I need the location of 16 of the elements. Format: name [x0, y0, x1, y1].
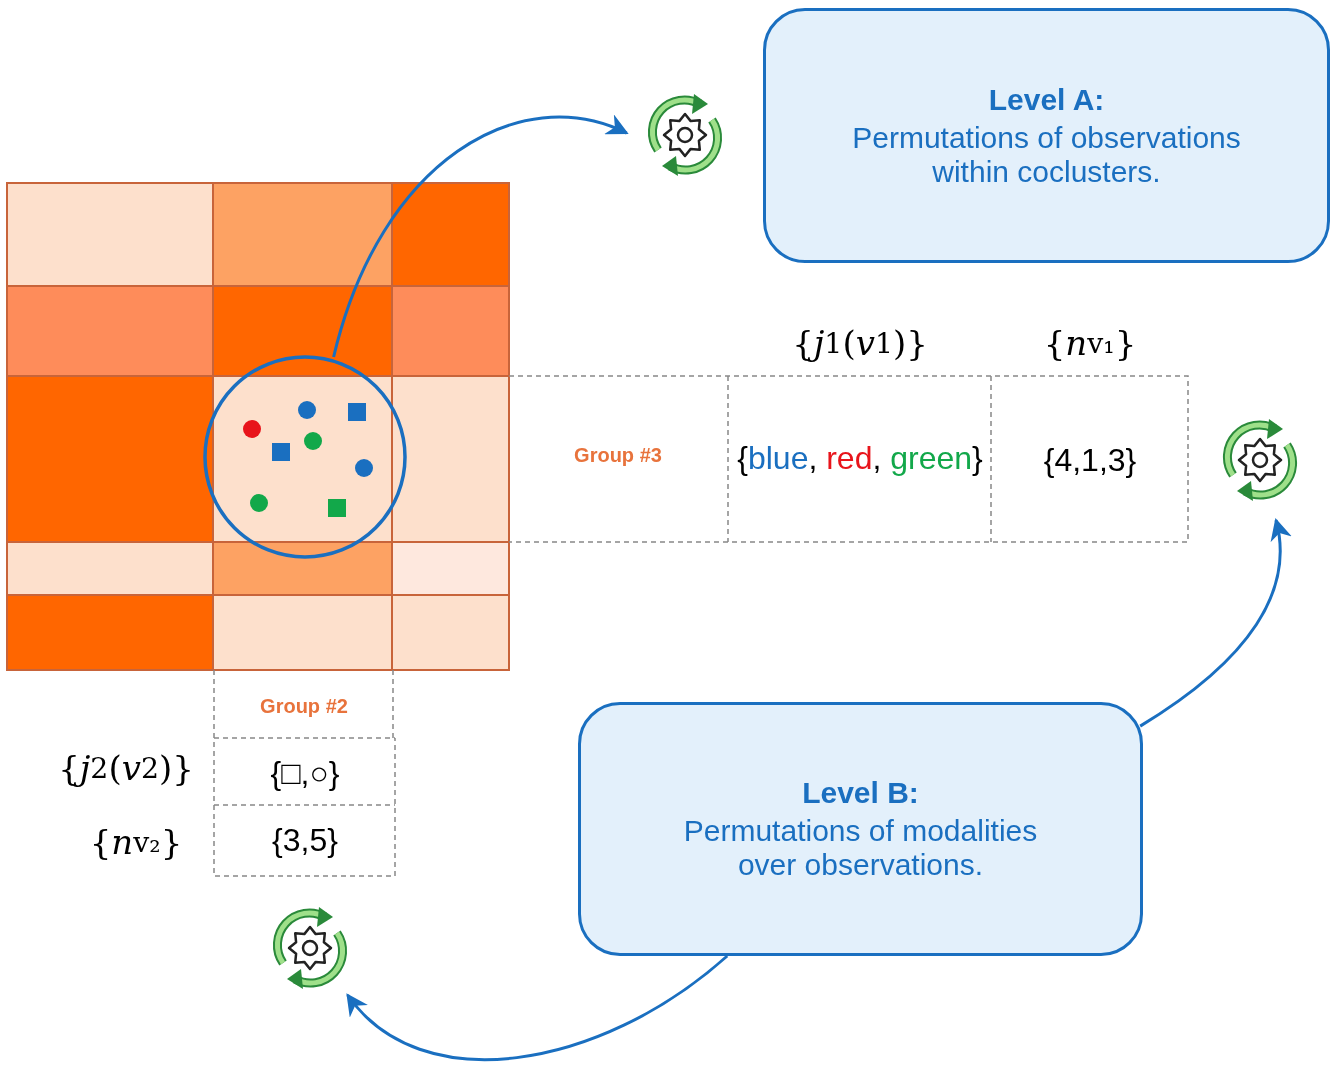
curved-arrow [1139, 518, 1291, 728]
box-heading: Level A: [988, 82, 1105, 117]
curved-arrow [346, 954, 729, 1062]
zoom-circle [203, 355, 407, 559]
table-value: {□,○} [269, 753, 341, 793]
group-label: Group #2 [259, 693, 349, 719]
box-text: Permutations of modalities over observations. [682, 814, 1039, 882]
box-heading: Level B: [802, 776, 919, 810]
group-label: Group #3 [573, 442, 663, 468]
box-text: Permutations of observations within coclusters. [851, 120, 1242, 189]
table-value: {blue, red, green} [736, 438, 984, 478]
callout-box [763, 8, 1330, 263]
table-value: {4,1,3} [1042, 440, 1138, 480]
curved-arrow [332, 115, 629, 358]
callout-box [578, 702, 1143, 956]
table-value: {3,5} [271, 820, 339, 860]
